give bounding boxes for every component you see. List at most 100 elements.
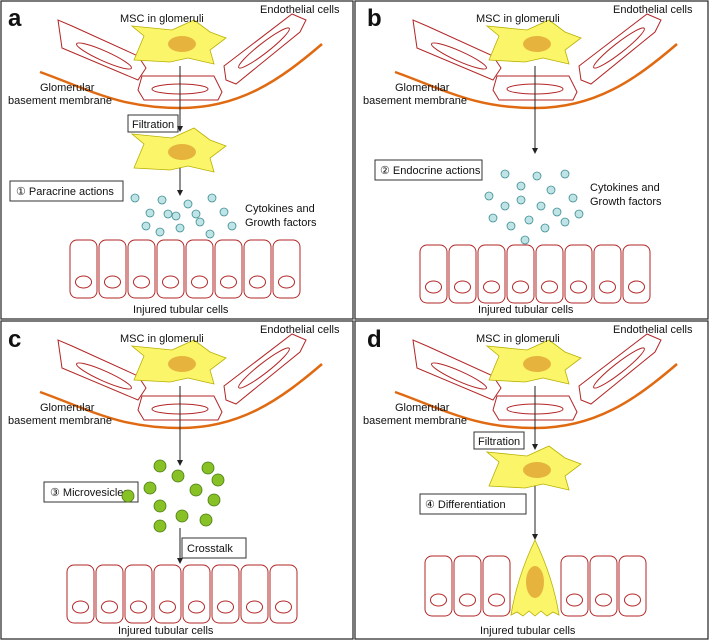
cytokine-dot [219, 207, 229, 217]
tubular-nucleus [566, 593, 583, 607]
tubular-cell [240, 564, 269, 624]
tubular-cell-row [419, 244, 651, 304]
tubular-cell [448, 244, 477, 304]
cytokine-dot [536, 201, 546, 211]
microvesicle [143, 481, 157, 495]
gbm-label-line2: basement membrane [363, 415, 467, 427]
cytokine-dot [141, 221, 151, 231]
tubular-nucleus [624, 593, 641, 607]
tubule-label: Injured tubular cells [118, 625, 214, 637]
filtration-label: Filtration [478, 436, 520, 448]
tubular-cell [98, 239, 127, 299]
panel-c-frame [0, 320, 354, 640]
mechanism-box [43, 481, 139, 503]
tubular-cell [153, 564, 182, 624]
tubular-cell [589, 555, 618, 617]
cytokine-dot [546, 185, 556, 195]
microvesicle [211, 473, 225, 487]
mechanism-box [374, 159, 483, 181]
panel-a: a MSC in glomeruli Endothelial cells Glo… [8, 4, 340, 316]
glomerulus [394, 333, 678, 430]
arrowhead [532, 534, 538, 540]
factor-label-line1: Cytokines and [590, 182, 660, 194]
tubule-label: Injured tubular cells [133, 304, 229, 316]
endothelial-nucleus [431, 362, 487, 390]
tubular-nucleus [162, 275, 179, 289]
tubular-nucleus [595, 593, 612, 607]
filtration-label: Filtration [132, 119, 174, 131]
tubular-nucleus [72, 600, 89, 614]
mechanism-label: ③ Microvesicles [50, 487, 129, 499]
tubular-cell-row [424, 555, 647, 617]
endothelial-nucleus [238, 347, 290, 389]
panel-letter: c [8, 326, 21, 353]
tubular-nucleus [483, 280, 500, 294]
tubular-cell [535, 244, 564, 304]
panel-letter: a [8, 5, 22, 32]
nucleus [523, 462, 551, 478]
tubular-nucleus [220, 275, 237, 289]
nucleus [168, 144, 196, 160]
tubular-nucleus [75, 275, 92, 289]
tubular-nucleus [159, 600, 176, 614]
crosstalk-box [181, 537, 247, 559]
cytokine-dot [500, 201, 510, 211]
tubular-nucleus [101, 600, 118, 614]
tubular-cell [419, 244, 448, 304]
mechanism-box [9, 180, 124, 202]
microvesicle [199, 513, 213, 527]
cytokine-dot [552, 207, 562, 217]
cytokine-dot [574, 209, 584, 219]
gbm-label-line1: Glomerular [40, 402, 95, 414]
glomerulus [394, 13, 678, 110]
panel-letter: d [367, 326, 382, 353]
tubular-cell-row [66, 564, 298, 624]
tubular-cell [182, 564, 211, 624]
cytokine-dot [532, 171, 542, 181]
tubular-nucleus [188, 600, 205, 614]
cytokine-dot [175, 223, 185, 233]
nucleus [168, 356, 196, 372]
cytokine-dot [520, 235, 530, 245]
microvesicle [153, 519, 167, 533]
cytokine-dot [171, 211, 181, 221]
tubular-cell-row-right [560, 555, 647, 617]
gbm-label-line2: basement membrane [363, 95, 467, 107]
microvesicle [153, 499, 167, 513]
nucleus [168, 36, 196, 52]
tubular-nucleus [249, 275, 266, 289]
cytokine-dot [155, 227, 165, 237]
cytokine-dot [207, 193, 217, 203]
tubular-cell [506, 244, 535, 304]
panel-d-frame [354, 320, 709, 640]
tubular-cell-row [69, 239, 301, 299]
microvesicle [201, 461, 215, 475]
tubular-nucleus [130, 600, 147, 614]
tubular-nucleus [217, 600, 234, 614]
tubular-nucleus [275, 600, 292, 614]
endothelial-nucleus [431, 42, 487, 70]
gbm-label-line1: Glomerular [395, 82, 450, 94]
endothelial-nucleus [593, 27, 645, 69]
cytokine-dot [227, 221, 237, 231]
tubular-cell [69, 239, 98, 299]
arrowhead [177, 558, 183, 564]
cytokine-dot [568, 193, 578, 203]
tubular-cell [211, 564, 240, 624]
cytokine-dot [540, 223, 550, 233]
panel-b: b MSC in glomeruli Endothelial cells Glo… [363, 4, 693, 316]
cytokine-dot [191, 209, 201, 219]
panel-b-frame [354, 0, 709, 320]
tubule-label: Injured tubular cells [480, 625, 576, 637]
microvesicle [171, 469, 185, 483]
tubular-cell [269, 564, 298, 624]
filtered-msc [485, 445, 582, 491]
mechanism-label: ② Endocrine actions [380, 165, 481, 177]
mechanism-box [419, 493, 527, 515]
cytokine-cluster [130, 193, 237, 239]
endothelial-label: Endothelial cells [260, 4, 340, 16]
msc-label: MSC in glomeruli [476, 13, 560, 25]
tubular-cell [564, 244, 593, 304]
cytokine-dot [163, 209, 173, 219]
panel-d: d MSC in glomeruli Endothelial cells Glo… [363, 324, 693, 637]
